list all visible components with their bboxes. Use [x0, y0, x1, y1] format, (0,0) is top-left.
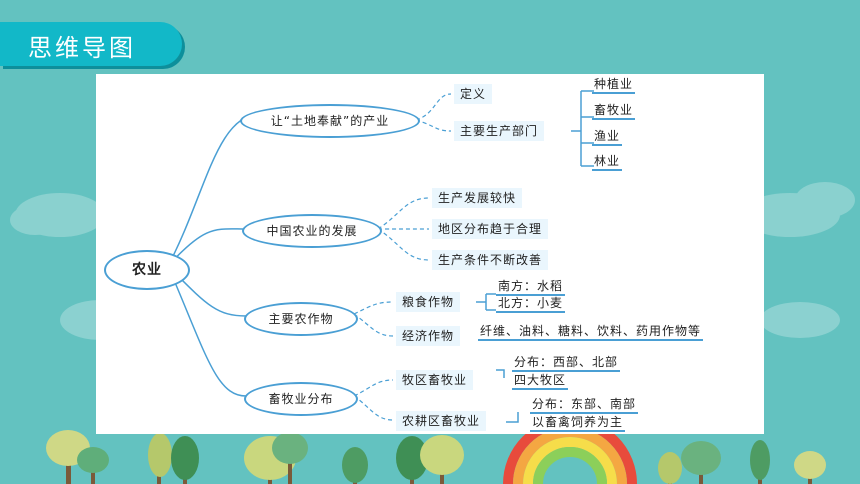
sector-item: 种植业 — [592, 76, 636, 94]
grain-south: 南方：水稻 — [496, 278, 566, 296]
branch-livestock: 畜牧业分布 — [244, 382, 358, 416]
root-label: 农业 — [132, 262, 162, 278]
pastoral-node: 牧区畜牧业 — [396, 370, 474, 390]
farming-distribution: 分布：东部、南部 — [530, 396, 639, 414]
branch-definition-label: 让“土地奉献”的产业 — [270, 114, 390, 128]
sectors-node: 主要生产部门 — [454, 121, 545, 141]
grain-north: 北方：小麦 — [496, 295, 566, 313]
sector-item: 渔业 — [592, 128, 623, 146]
sector-item: 畜牧业 — [592, 102, 636, 120]
root-node: 农业 — [104, 250, 190, 290]
sector-item: 林业 — [592, 153, 623, 171]
development-item: 生产条件不断改善 — [432, 250, 549, 270]
page-title: 思维导图 — [28, 34, 136, 62]
tree-icons — [46, 430, 826, 484]
pastoral-areas: 四大牧区 — [512, 372, 569, 390]
mind-map-panel: 农业 让“土地奉献”的产业 定义 主要生产部门 种植业 畜牧业 渔业 林业 中国… — [96, 74, 764, 434]
grain-crops-node: 粮食作物 — [396, 292, 461, 312]
farming-node: 农耕区畜牧业 — [396, 411, 487, 431]
branch-definition: 让“土地奉献”的产业 — [240, 104, 420, 138]
pastoral-distribution: 分布：西部、北部 — [512, 354, 621, 372]
branch-crops: 主要农作物 — [244, 302, 358, 336]
definition-node: 定义 — [454, 84, 493, 104]
farming-mode: 以畜禽饲养为主 — [530, 414, 626, 432]
cash-crops-detail: 纤维、油料、糖料、饮料、药用作物等 — [478, 323, 704, 341]
development-item: 生产发展较快 — [432, 188, 523, 208]
title-tab: 思维导图 — [0, 22, 182, 66]
development-item: 地区分布趋于合理 — [432, 219, 549, 239]
cash-crops-node: 经济作物 — [396, 326, 461, 346]
rainbow-icon — [503, 417, 637, 484]
branch-development: 中国农业的发展 — [242, 214, 382, 248]
